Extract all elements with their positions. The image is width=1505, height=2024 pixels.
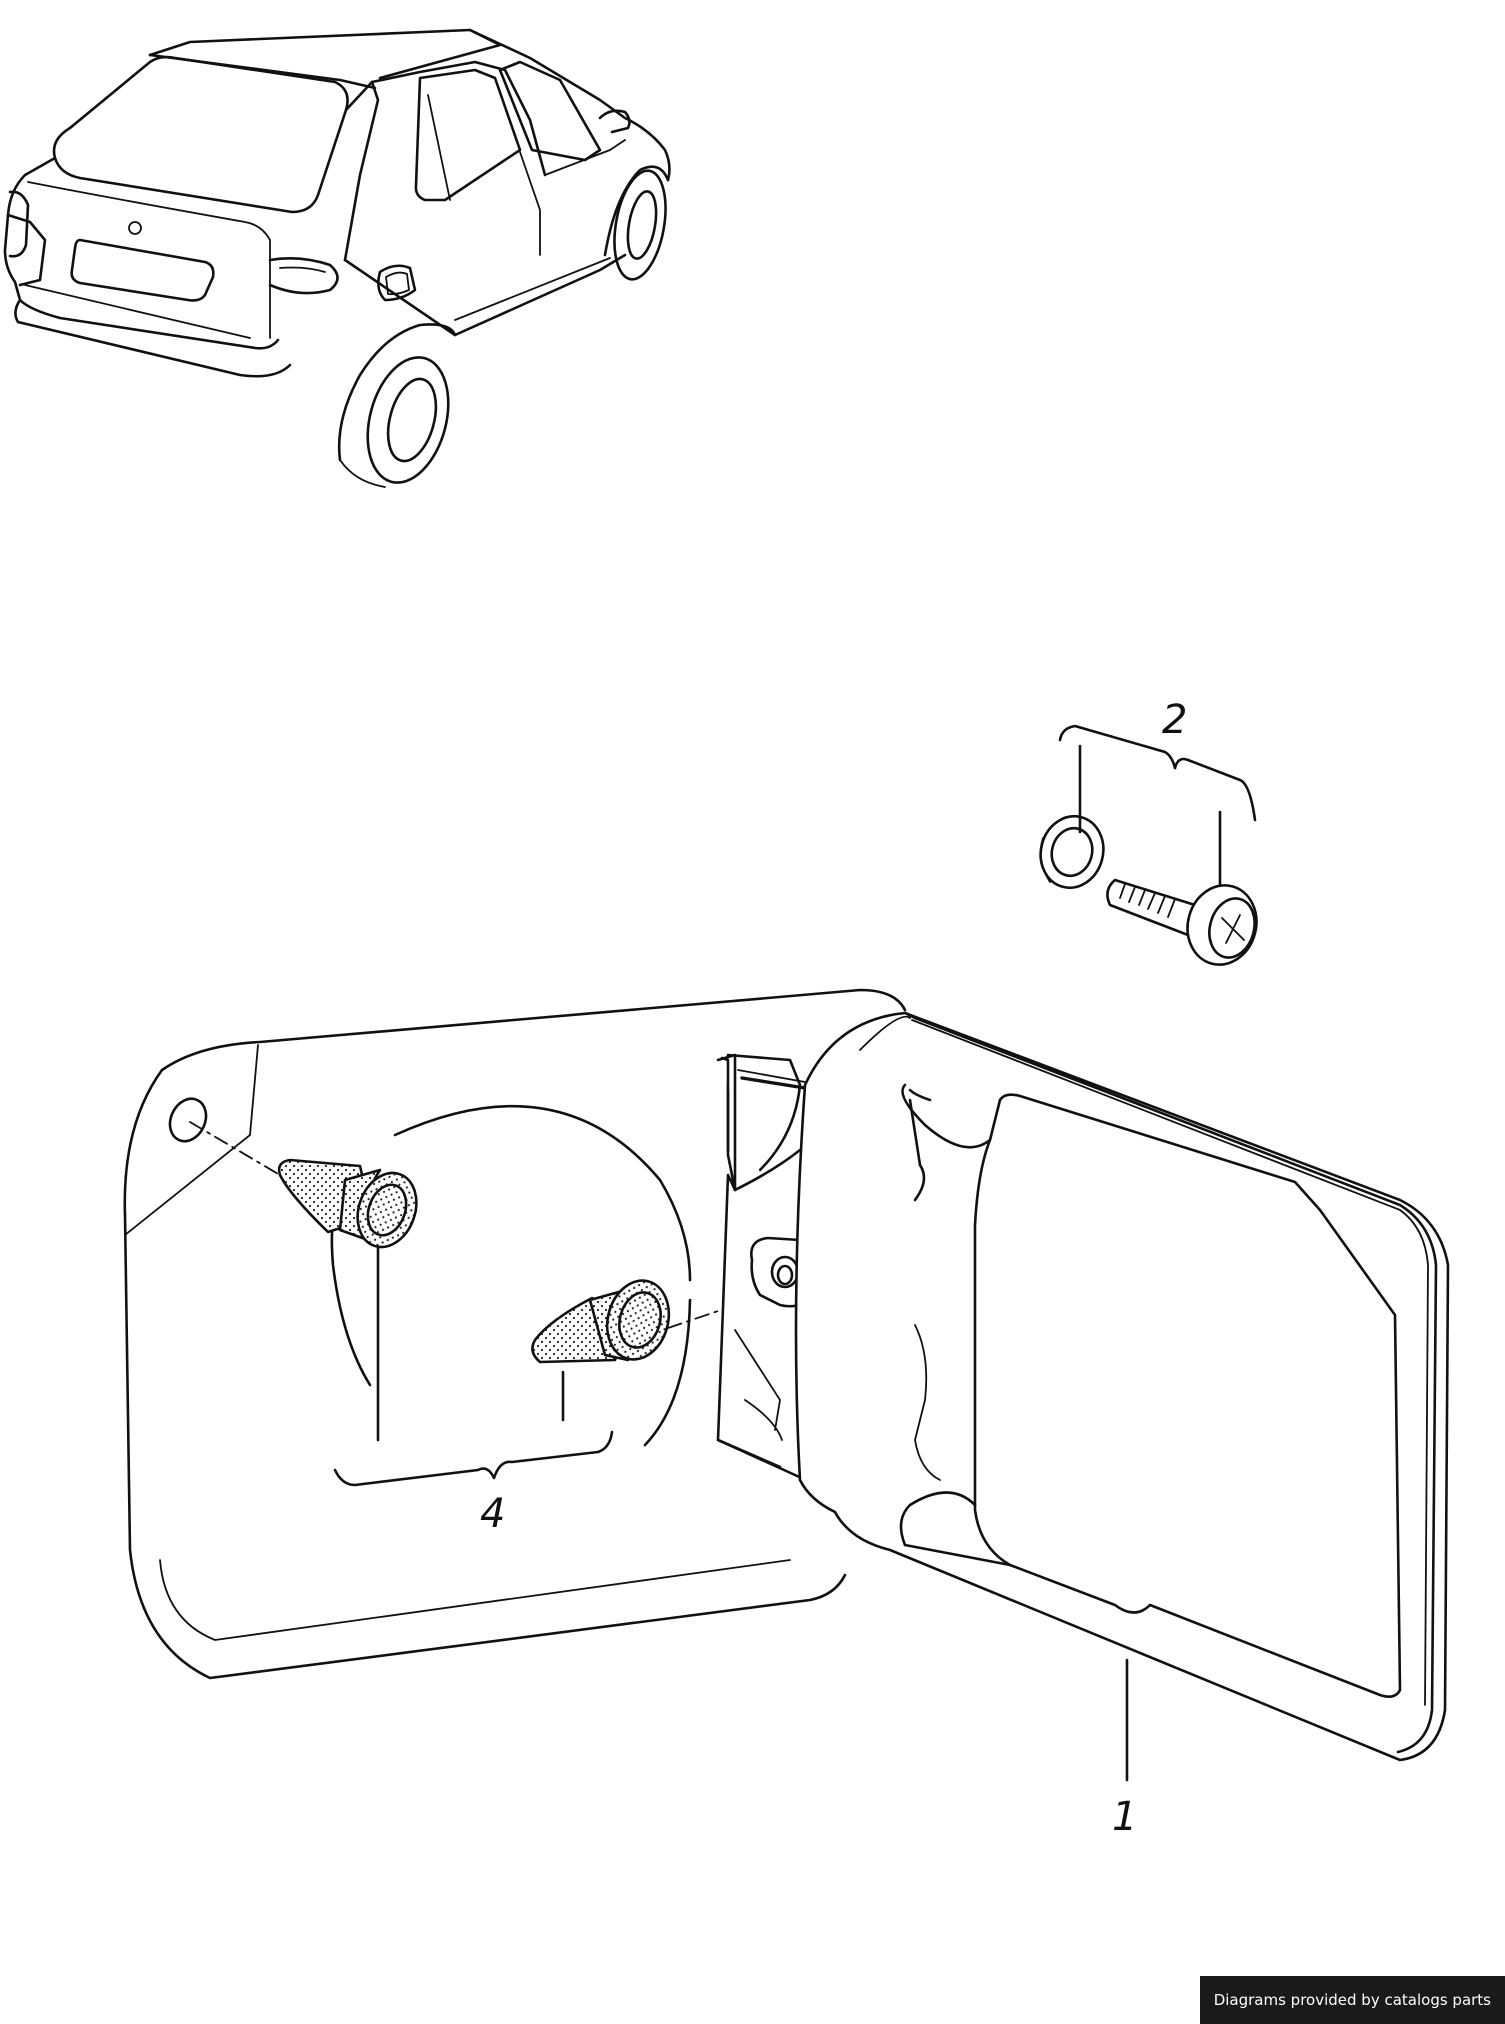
rubber-buffer-illustration	[531, 1279, 671, 1364]
callout-part-1: 1	[1112, 1794, 1137, 1840]
screw-and-washer-illustration	[1039, 724, 1258, 966]
credit-label: Diagrams provided by catalogs parts	[1199, 1976, 1505, 2024]
bracket-part-4	[333, 1430, 614, 1487]
callout-part-4: 4	[480, 1491, 505, 1537]
fuel-flap-illustration	[123, 988, 1450, 1782]
callout-part-2: 2	[1162, 697, 1187, 743]
car-rear-view-illustration	[3, 28, 671, 488]
rubber-buffer-illustration	[277, 1158, 418, 1249]
